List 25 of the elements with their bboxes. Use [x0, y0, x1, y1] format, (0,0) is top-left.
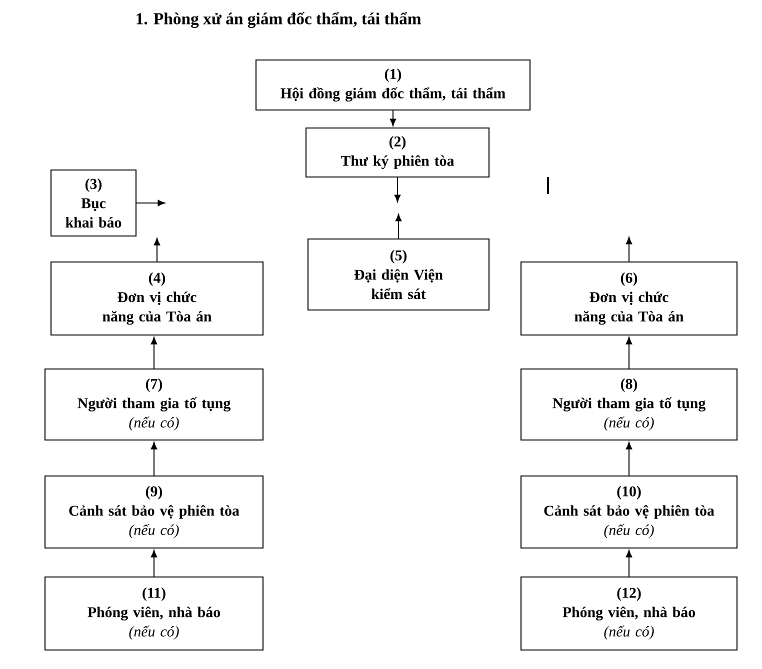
- process-box: (8) Người tham gia tố tụng (nếu có): [520, 368, 738, 441]
- process-box: (1) Hội đồng giám đốc thẩm, tái thẩm: [255, 59, 531, 111]
- arrow: [394, 178, 401, 202]
- arrow: [395, 214, 402, 238]
- process-box: (2) Thư ký phiên tòa: [305, 127, 490, 178]
- process-box: (5) Đại diện Viện kiểm sát: [307, 238, 490, 311]
- arrow: [150, 442, 158, 476]
- process-box: (3) Bục khai báo: [50, 169, 137, 237]
- arrow: [150, 337, 158, 368]
- process-box: (12) Phóng viên, nhà báo (nếu có): [520, 576, 738, 651]
- arrow: [626, 337, 632, 368]
- process-box: (4) Đơn vị chức năng của Tòa án: [50, 261, 264, 336]
- arrow: [626, 442, 632, 476]
- process-box: (7) Người tham gia tố tụng (nếu có): [44, 368, 264, 441]
- process-box: (11) Phóng viên, nhà báo (nếu có): [44, 576, 264, 651]
- process-box: (9) Cảnh sát bảo vệ phiên tòa (nếu có): [44, 475, 264, 549]
- process-box: (10) Cảnh sát bảo vệ phiên tòa (nếu có): [520, 475, 738, 549]
- title: 1. Phòng xử án giám đốc thẩm, tái thẩm: [136, 12, 421, 28]
- process-box: (6) Đơn vị chức năng của Tòa án: [520, 261, 738, 336]
- arrow: [626, 237, 632, 262]
- arrow: [390, 110, 396, 126]
- arrow: [136, 200, 166, 206]
- arrow: [154, 238, 160, 262]
- arrow: [150, 550, 158, 576]
- arrow: [626, 550, 632, 576]
